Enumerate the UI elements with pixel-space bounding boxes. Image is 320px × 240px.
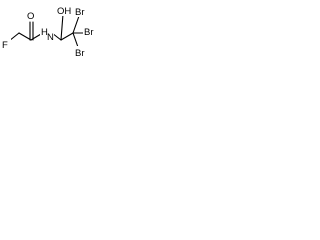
fluorine-label: F — [2, 40, 8, 51]
bond-ch-cbr3 — [60, 32, 74, 41]
bond-cbr3-br-top — [72, 15, 80, 34]
carbonyl-oxygen-label: O — [27, 11, 34, 22]
hydroxyl-label: OH — [57, 6, 71, 17]
bond-carbonyl-nitrogen — [30, 33, 42, 41]
bond-ch2-carbonyl — [18, 32, 32, 41]
bond-ch-oh — [60, 13, 64, 41]
bromine-bottom-label: Br — [75, 48, 85, 59]
atom-labels: F O H N OH Br Br Br — [1, 4, 99, 59]
amide-hydrogen-label: H — [41, 27, 48, 38]
bromine-top-label: Br — [75, 7, 85, 18]
amide-nitrogen-label: N — [47, 32, 54, 43]
structure-diagram: F O H N OH Br Br Br — [1, 4, 99, 59]
bromine-right-label: Br — [84, 27, 94, 38]
